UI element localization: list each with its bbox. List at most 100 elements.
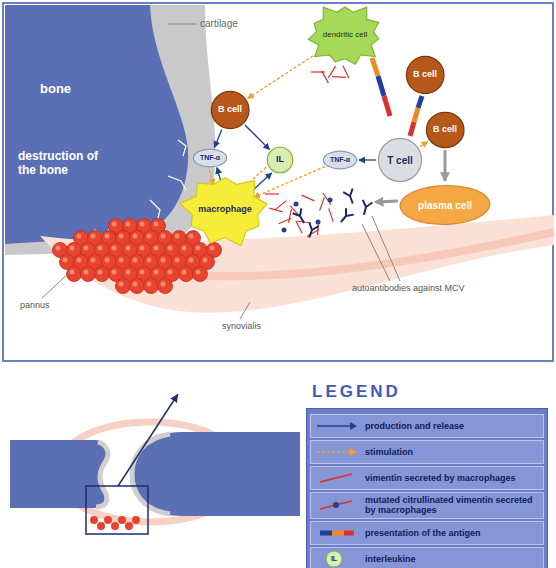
cartilage <box>96 442 108 507</box>
pannus-highlight <box>147 258 152 263</box>
leader-line <box>240 302 250 319</box>
pannus-highlight <box>91 258 96 263</box>
production-arrow <box>245 125 269 149</box>
pannus-highlight <box>98 246 103 251</box>
synovialis <box>40 215 554 313</box>
macrophage: macrophage <box>179 172 271 248</box>
node-text: TNF-α <box>330 156 350 164</box>
pannus-highlight <box>189 234 194 239</box>
pannus-highlight <box>126 222 131 227</box>
pannus-highlight <box>175 234 180 239</box>
mcv-dot <box>294 202 299 207</box>
tnf-alpha-outline <box>193 149 226 167</box>
pannus-highlight <box>168 246 173 251</box>
t-cell-outline <box>378 138 421 181</box>
cells-and-molecules <box>53 66 373 294</box>
pannus-cell <box>111 522 119 530</box>
presentation-bar <box>384 96 390 116</box>
pannus-highlight <box>182 246 187 251</box>
sample-line <box>317 451 350 453</box>
presentation-bar <box>410 122 414 136</box>
pannus-highlight <box>147 234 152 239</box>
pannus-highlight <box>182 270 187 275</box>
pannus-highlight <box>168 270 173 275</box>
tnf-alpha-outline <box>323 151 356 169</box>
vimentin <box>269 208 282 212</box>
part-label: autoantibodies against MCV <box>352 283 465 293</box>
presentation-bar <box>418 96 422 108</box>
pannus-cell <box>193 267 208 282</box>
sample-line <box>317 425 350 427</box>
pannus-highlight <box>119 282 124 287</box>
antibody <box>293 208 309 225</box>
legend-sample-text: IL <box>331 555 337 563</box>
pannus-highlight <box>133 234 138 239</box>
node-text: TNF-α <box>200 154 220 162</box>
presentation-bar <box>372 58 378 76</box>
stimulation-arrow <box>209 170 213 185</box>
pannus-highlight <box>196 246 201 251</box>
zoom-arrow <box>118 394 178 486</box>
vimentin <box>320 197 325 210</box>
pannus-highlight <box>196 270 201 275</box>
legend-sample <box>314 524 360 542</box>
presentation-bar <box>378 76 384 96</box>
sample-line <box>320 501 352 509</box>
sample-bar <box>320 530 332 535</box>
pannus-highlight <box>63 258 68 263</box>
antibody <box>359 200 372 216</box>
vimentin <box>276 201 287 210</box>
bone-cracks <box>86 140 186 240</box>
pannus-cell <box>179 267 194 282</box>
dendritic-cell-outline <box>308 7 378 64</box>
legend-text: production and release <box>365 421 464 431</box>
pannus-highlight <box>161 234 166 239</box>
leader-line <box>168 24 196 25</box>
b-cell: B cell <box>426 112 464 148</box>
pannus-cell <box>132 516 140 524</box>
part-label: destruction of the bone <box>18 150 113 178</box>
legend-sample <box>314 443 360 461</box>
legend-sample <box>314 417 360 435</box>
joint-overview <box>10 394 300 534</box>
pannus <box>90 516 140 530</box>
sample-line <box>320 474 352 482</box>
macrophage-outline <box>180 178 267 246</box>
pannus <box>53 219 222 294</box>
legend-row: vimentin secreted by macrophages <box>310 466 544 490</box>
pannus-highlight <box>112 270 117 275</box>
node-text: plasma cell <box>418 200 472 211</box>
node-text: dendritic cell <box>323 31 367 40</box>
pannus-highlight <box>154 270 159 275</box>
vimentin <box>279 218 292 223</box>
sample-head <box>350 422 357 430</box>
legend-sample-icon <box>314 524 360 542</box>
legend-text: mutated citrullinated vimentin secreted … <box>365 495 540 516</box>
node-text: B cell <box>433 125 457 135</box>
pannus-highlight <box>210 246 215 251</box>
crack <box>178 140 186 156</box>
leader-line <box>42 272 70 298</box>
pannus-highlight <box>112 246 117 251</box>
pannus-highlight <box>133 258 138 263</box>
legend-text: interleukine <box>365 554 416 564</box>
pannus-highlight <box>119 234 124 239</box>
pannus-highlight <box>112 222 117 227</box>
pannus-cell <box>125 522 133 530</box>
pannus-cell <box>81 267 96 282</box>
node-text: macrophage <box>198 205 252 215</box>
vimentin <box>296 221 302 233</box>
part-label: synovialis <box>222 321 261 331</box>
legend-sample-icon <box>314 469 360 487</box>
leader-line <box>362 224 390 281</box>
pannus-highlight <box>175 258 180 263</box>
legend-sample <box>314 496 360 514</box>
cartilage <box>132 434 170 514</box>
zoom-box <box>86 486 148 534</box>
legend-text: vimentin secreted by macrophages <box>365 473 516 483</box>
pannus-highlight <box>70 270 75 275</box>
legend-text: stimulation <box>365 447 413 457</box>
legend-row: stimulation <box>310 440 544 464</box>
pannus-highlight <box>77 234 82 239</box>
